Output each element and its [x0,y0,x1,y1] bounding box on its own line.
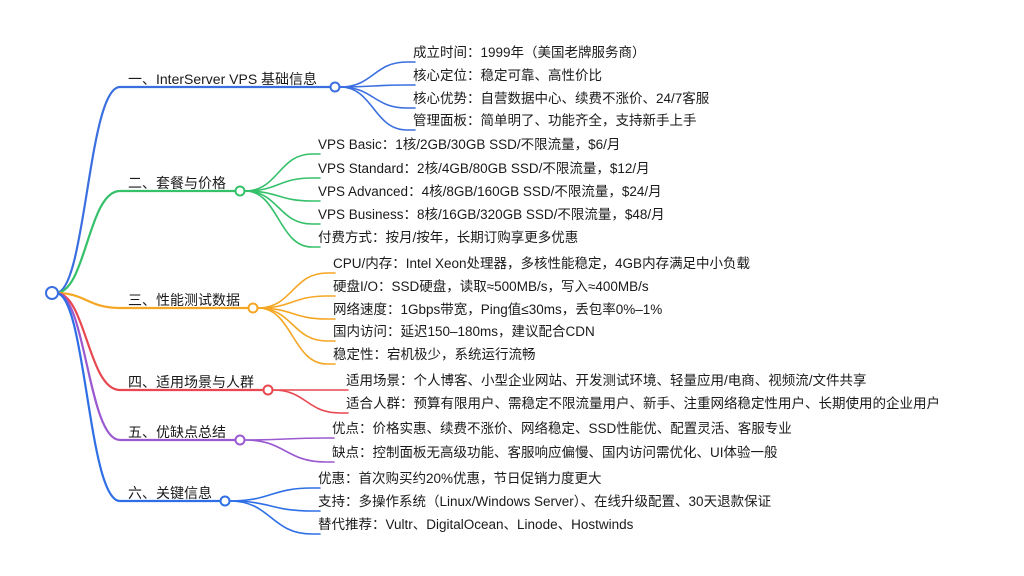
leaf-connector [244,153,321,192]
leaf-label: 核心定位：稳定可靠、高性价比 [413,67,602,83]
leaf-label: 管理面板：简单明了、功能齐全，支持新手上手 [413,112,697,128]
mind-map-nodes: 一、InterServer VPS 基础信息 成立时间：1999年（美国老牌服务商… [45,44,940,532]
leaf-connector [339,86,416,131]
leaf-connector [272,389,349,414]
leaf-connector [257,307,336,342]
leaf-label: 付费方式：按月/按年，长期订购享更多优惠 [318,229,578,245]
leaf-connector [244,177,321,192]
leaf-connector [229,500,321,535]
leaf-label: VPS Business：8核/16GB/320GB SSD/不限流量，$48/… [318,207,665,222]
branch-connector [54,291,250,310]
branch-connector [54,291,237,442]
leaf-label: 硬盘I/O：SSD硬盘，读取≈500MB/s，写入≈400MB/s [333,278,649,294]
leaf-connector [244,190,321,225]
leaf-label: VPS Basic：1核/2GB/30GB SSD/不限流量，$6/月 [318,137,620,152]
leaf-connector [257,307,336,365]
branch-connector [54,85,332,295]
leaf-connector [229,487,321,502]
leaf-label: 支持：多操作系统（Linux/Windows Server）、在线升级配置、30… [318,493,771,509]
leaf-label: VPS Advanced：4核/8GB/160GB SSD/不限流量，$24/月 [318,184,662,199]
branch-collapse-toggle[interactable] [219,495,231,507]
leaf-connector [339,86,416,109]
connector-lines [54,61,416,535]
branch-label: 二、套餐与价格 [128,175,226,191]
branch-label: 五、优缺点总结 [128,424,226,440]
leaf-label: 网络速度：1Gbps带宽，Ping值≤30ms，丢包率0%–1% [333,301,662,317]
branch-connector [54,291,265,392]
branch-collapse-toggle[interactable] [234,434,246,446]
root-node[interactable] [45,286,59,300]
leaf-label: 成立时间：1999年（美国老牌服务商） [413,44,646,60]
branch-label: 三、性能测试数据 [128,292,240,308]
leaf-label: CPU/内存：Intel Xeon处理器，多核性能稳定，4GB内存满足中小负载 [333,255,750,271]
branch-collapse-toggle[interactable] [329,81,341,93]
leaf-label: 优惠：首次购买约20%优惠，节日促销力度更大 [318,471,602,486]
leaf-connector [339,61,416,88]
branch-connector [54,291,222,503]
branch-connector [54,189,237,295]
leaf-label: 优点：价格实惠、续费不涨价、网络稳定、SSD性能优、配置灵活、客服专业 [332,420,792,436]
leaf-connector [244,190,321,248]
leaf-label: 核心优势：自营数据中心、续费不涨价、24/7客服 [413,90,710,106]
leaf-label: 缺点：控制面板无高级功能、客服响应偏慢、国内访问需优化、UI体验一般 [332,444,778,460]
leaf-label: 适用场景：个人博客、小型企业网站、开发测试环境、轻量应用/电商、视频流/文件共享 [346,372,867,388]
leaf-connector [244,439,335,463]
branch-label: 四、适用场景与人群 [128,374,254,390]
leaf-connector [229,500,321,512]
branch-label: 一、InterServer VPS 基础信息 [128,71,317,87]
leaf-label: 稳定性：宕机极少，系统运行流畅 [333,347,536,362]
branch-collapse-toggle[interactable] [247,302,259,314]
branch-collapse-toggle[interactable] [262,384,274,396]
leaf-connector [244,437,335,441]
branch-collapse-toggle[interactable] [234,185,246,197]
leaf-connector [257,272,336,309]
leaf-label: 替代推荐：Vultr、DigitalOcean、Linode、Hostwinds [318,517,634,532]
leaf-label: 适合人群：预算有限用户、需稳定不限流量用户、新手、注重网络稳定性用户、长期使用的… [346,395,940,411]
leaf-label: 国内访问：延迟150–180ms，建议配合CDN [333,324,595,339]
leaf-label: VPS Standard：2核/4GB/80GB SSD/不限流量，$12/月 [318,161,650,176]
branch-label: 六、关键信息 [128,485,212,501]
